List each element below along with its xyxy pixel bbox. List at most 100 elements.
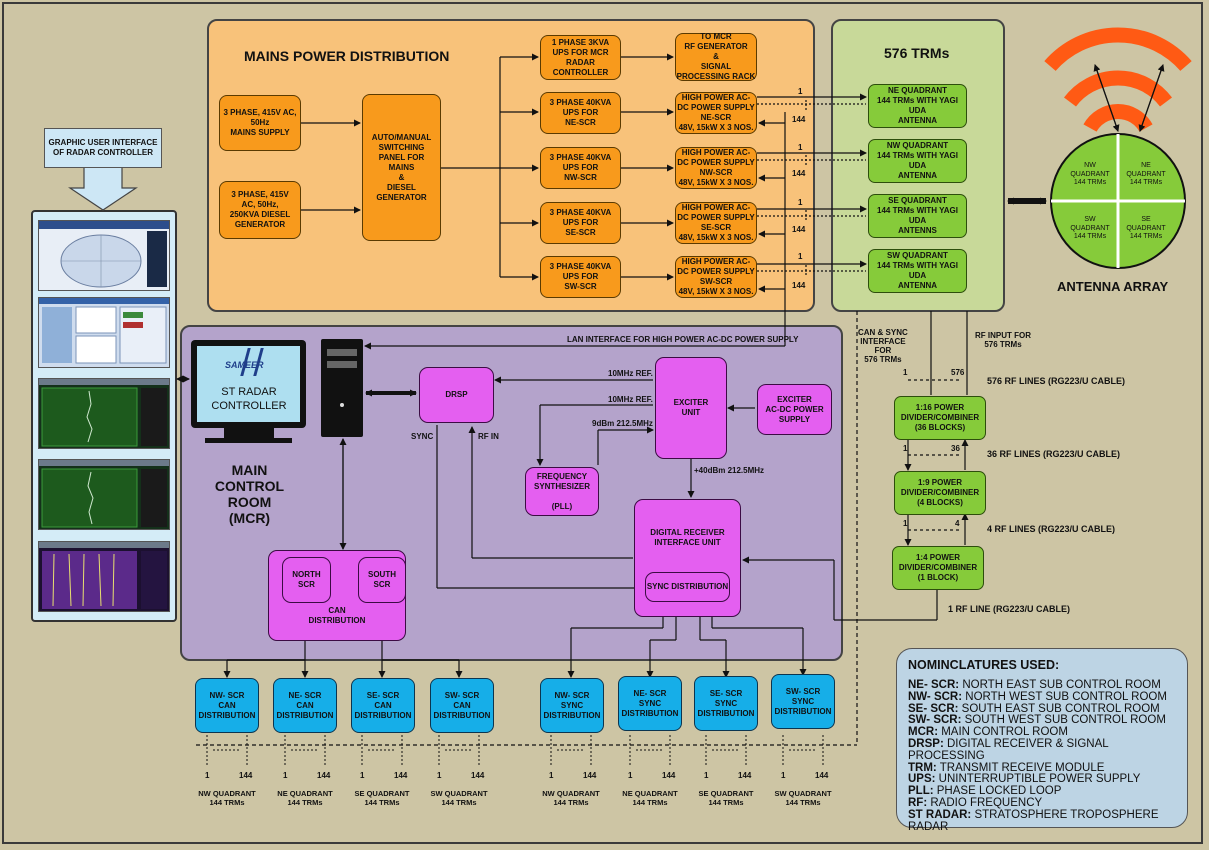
control-view-graphic xyxy=(39,298,169,364)
can-sync-interface-label: CAN & SYNC INTERFACE FOR 576 TRMs xyxy=(858,328,908,364)
ne-scr-can-box: NE- SCR CAN DISTRIBUTION xyxy=(273,678,337,733)
nomenclature-abbr: RF: xyxy=(908,796,928,809)
range-end-label: 144 xyxy=(583,771,597,780)
range-start-label: 1 xyxy=(437,771,442,780)
gui-screenshot-array xyxy=(38,220,170,291)
rf-input-label: RF INPUT FOR 576 TRMs xyxy=(975,331,1031,349)
nomenclature-abbr: DRSP: xyxy=(908,737,944,750)
lines-36-label: 36 RF LINES (RG223/U CABLE) xyxy=(987,449,1121,459)
switching-panel-box: AUTO/MANUAL SWITCHING PANEL FOR MAINS & … xyxy=(362,94,441,241)
range-end-label: 144 xyxy=(317,771,331,780)
sameer-logo: SAMEER xyxy=(225,360,264,370)
nw-scr-sync-box: NW- SCR SYNC DISTRIBUTION xyxy=(540,678,604,733)
can-distribution-label: CAN DISTRIBUTION xyxy=(308,606,366,625)
rf-in-label: RF IN xyxy=(478,432,499,441)
nomenclature-abbr: ST RADAR: xyxy=(908,808,972,821)
range-start-label: 1 xyxy=(549,771,554,780)
nomenclature-item: SE- SCR: SOUTH EAST SUB CONTROL ROOM xyxy=(908,702,1187,716)
nomenclature-text: RADIO FREQUENCY xyxy=(927,796,1043,809)
sw-range-end: 144 xyxy=(792,281,806,290)
hp-supply-nw-box: HIGH POWER AC- DC POWER SUPPLY NW-SCR 48… xyxy=(675,147,757,189)
range-start-label: 1 xyxy=(704,771,709,780)
sync-distribution-box: SYNC DISTRIBUTION xyxy=(645,572,730,602)
range-end-label: 144 xyxy=(662,771,676,780)
mains-supply-box: 3 PHASE, 415V AC, 50Hz MAINS SUPPLY xyxy=(219,95,301,151)
range-end-label: 144 xyxy=(738,771,752,780)
n-36-label: 36 xyxy=(951,444,960,453)
mcr-title: MAIN CONTROL ROOM (MCR) xyxy=(214,462,285,526)
n-1-label-c: 1 xyxy=(903,519,908,528)
nomenclature-item: TRM: TRANSMIT RECEIVE MODULE xyxy=(908,761,1187,775)
ne-range-end: 144 xyxy=(792,115,806,124)
nomenclature-text: UNINTERRUPTIBLE POWER SUPPLY xyxy=(935,773,1141,786)
digital-receiver-label: DIGITAL RECEIVER INTERFACE UNIT xyxy=(650,528,725,547)
range-start-label: 1 xyxy=(628,771,633,780)
nomenclature-abbr: PLL: xyxy=(908,785,934,798)
nomenclature-abbr: TRM: xyxy=(908,761,937,774)
ups-mcr-box: 1 PHASE 3KVA UPS FOR MCR RADAR CONTROLLE… xyxy=(540,35,621,80)
divider-16-box: 1:16 POWER DIVIDER/COMBINER (36 BLOCKS) xyxy=(894,396,986,440)
range-start-label: 1 xyxy=(360,771,365,780)
gui-screenshot-spectrum-1 xyxy=(38,378,170,449)
nomenclature-abbr: SW- SCR: xyxy=(908,714,962,727)
trm-se-quadrant: SE QUADRANT 144 TRMs WITH YAGI UDA ANTEN… xyxy=(868,194,967,238)
range-end-label: 144 xyxy=(815,771,829,780)
monitor-screen xyxy=(197,346,300,422)
nomenclature-title: NOMINCLATURES USED: xyxy=(908,658,1060,672)
monitor-stand xyxy=(224,428,274,438)
quadrant-trm-label: NW QUADRANT 144 TRMs xyxy=(542,788,600,807)
range-end-label: 144 xyxy=(239,771,253,780)
south-scr-box: SOUTH SCR xyxy=(358,557,406,603)
nw-scr-can-box: NW- SCR CAN DISTRIBUTION xyxy=(195,678,259,733)
nomenclature-item: RF: RADIO FREQUENCY xyxy=(908,796,1187,810)
nomenclature-abbr: SE- SCR: xyxy=(908,702,959,715)
lines-4-label: 4 RF LINES (RG223/U CABLE) xyxy=(987,524,1116,534)
nomenclature-text: STRATOSPHERE TROPOSPHERE RADAR xyxy=(908,808,1159,833)
ups-sw-scr-box: 3 PHASE 40KVA UPS FOR SW-SCR xyxy=(540,256,621,298)
range-end-label: 144 xyxy=(471,771,485,780)
quadrant-trm-label: SW QUADRANT 144 TRMs xyxy=(430,788,488,807)
nomenclature-text: NORTH EAST SUB CONTROL ROOM xyxy=(959,679,1161,691)
nomenclature-item: DRSP: DIGITAL RECEIVER & SIGNAL PROCESSI… xyxy=(908,737,1187,763)
nomenclature-text: DIGITAL RECEIVER & SIGNAL PROCESSING xyxy=(908,737,1109,762)
sw-scr-can-box: SW- SCR CAN DISTRIBUTION xyxy=(430,678,494,733)
drive-bay-2 xyxy=(327,361,357,368)
n-576-label: 576 xyxy=(951,368,965,377)
nomenclature-panel: NOMINCLATURES USED: NE- SCR: NORTH EAST … xyxy=(896,648,1188,832)
antenna-nw-quadrant: NW QUADRANT 144 TRMs xyxy=(1070,161,1110,187)
se-range-start: 1 xyxy=(798,198,803,207)
spectrum-graphic-1 xyxy=(39,379,169,447)
ref-label-2: 10MHz REF. xyxy=(608,395,653,404)
hp-supply-ne-box: HIGH POWER AC- DC POWER SUPPLY NE-SCR 48… xyxy=(675,92,757,134)
nomenclature-text: NORTH WEST SUB CONTROL ROOM xyxy=(962,690,1167,703)
nw-range-end: 144 xyxy=(792,169,806,178)
nomenclature-item: MCR: MAIN CONTROL ROOM xyxy=(908,726,1187,739)
profiles-graphic xyxy=(39,542,169,609)
trm-sw-quadrant: SW QUADRANT 144 TRMs WITH YAGI UDA ANTEN… xyxy=(868,249,967,293)
nomenclature-item: SW- SCR: SOUTH WEST SUB CONTROL ROOM xyxy=(908,714,1187,727)
pc-tower xyxy=(321,339,363,437)
range-start-label: 1 xyxy=(205,771,210,780)
n-4-label: 4 xyxy=(955,519,960,528)
pll-output-label: 9dBm 212.5MHz xyxy=(592,419,653,428)
antenna-title: ANTENNA ARRAY xyxy=(1057,279,1169,294)
rf-generator-box: TO MCR RF GENERATOR & SIGNAL PROCESSING … xyxy=(675,32,757,81)
gui-screenshot-profiles xyxy=(38,541,170,612)
range-start-label: 1 xyxy=(781,771,786,780)
se-scr-can-box: SE- SCR CAN DISTRIBUTION xyxy=(351,678,415,733)
antenna-ne-quadrant: NE QUADRANT 144 TRMs xyxy=(1126,161,1166,187)
quadrant-trm-label: NW QUADRANT 144 TRMs xyxy=(198,788,256,807)
ups-ne-scr-box: 3 PHASE 40KVA UPS FOR NE-SCR xyxy=(540,92,621,134)
drsp-box: DRSP xyxy=(419,367,494,423)
nomenclature-text: TRANSMIT RECEIVE MODULE xyxy=(936,761,1105,774)
radar-controller-monitor xyxy=(191,340,306,428)
hp-supply-sw-box: HIGH POWER AC- DC POWER SUPPLY SW-SCR 48… xyxy=(675,256,757,298)
nomenclature-item: ST RADAR: STRATOSPHERE TROPOSPHERE RADAR xyxy=(908,808,1187,834)
n-1-label-b: 1 xyxy=(903,444,908,453)
gui-screenshot-control xyxy=(38,297,170,368)
power-led xyxy=(340,403,344,407)
nomenclature-abbr: NW- SCR: xyxy=(908,690,963,703)
